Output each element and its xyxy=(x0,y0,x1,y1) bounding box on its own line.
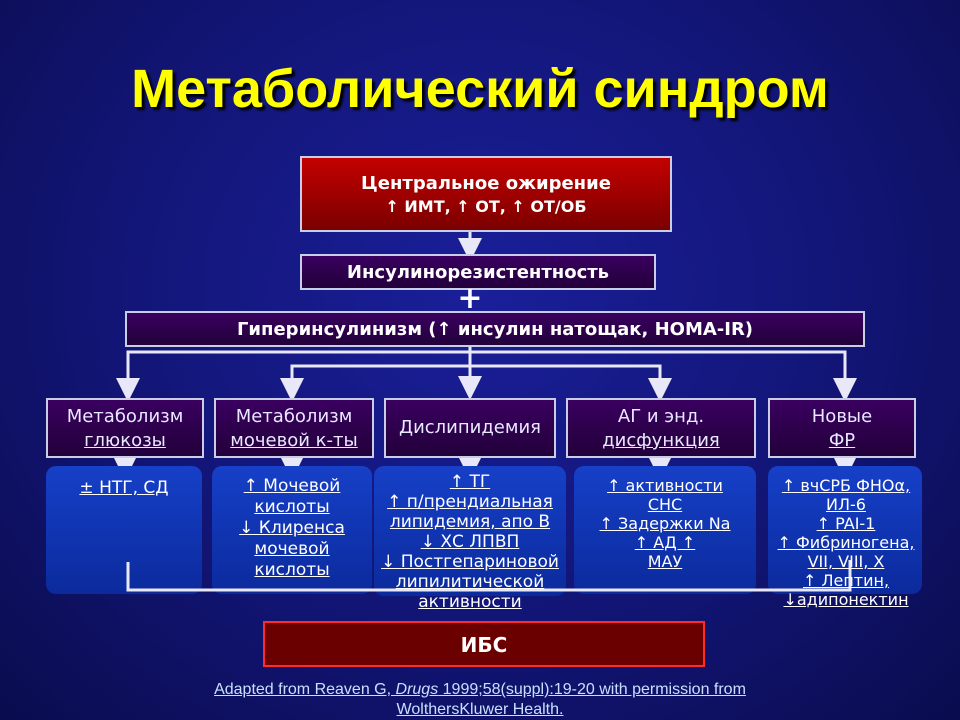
category-hypertension: АГ и энд. дисфункция xyxy=(566,398,756,458)
detail-nrf-2: ИЛ-6 xyxy=(826,495,866,514)
detail-ag-4: ↑ АД ↑ xyxy=(634,533,696,552)
detail-ag-5: МАУ xyxy=(647,552,683,571)
insulin-resistance-label: Инсулинорезистентность xyxy=(346,262,610,283)
category-hypertension-line2: дисфункция xyxy=(602,430,720,451)
detail-uric-4: мочевой xyxy=(254,539,330,559)
central-obesity-metrics: ↑ ИМТ, ↑ ОТ, ↑ ОТ/ОБ xyxy=(385,197,587,216)
category-glucose-line1: Метаболизм xyxy=(66,406,184,427)
category-new-rf-line2: ФР xyxy=(828,430,856,451)
detail-text-dyslipidemia: ↑ ТГ ↑ п/прендиальная липидемия, апо В ↓… xyxy=(370,472,570,612)
detail-nrf-3: ↑ PAI-1 xyxy=(816,514,876,533)
detail-uric-1: ↑ Мочевой xyxy=(243,476,341,496)
detail-ag-3: ↑ Задержки Na xyxy=(599,514,731,533)
detail-card-new-risk-factors xyxy=(768,466,922,594)
category-hypertension-line1: АГ и энд. xyxy=(617,406,705,427)
detail-nrf-5: VII, VIII, X xyxy=(807,552,885,571)
slide-title: Метаболический синдром xyxy=(131,59,829,119)
hyperinsulinism-label: Гиперинсулинизм (↑ инсулин натощак, HOMA… xyxy=(236,319,754,340)
detail-dyslip-7: активности xyxy=(418,592,522,612)
citation-line-1: Adapted from Reaven G, Drugs 1999;58(sup… xyxy=(0,681,960,699)
detail-card-hypertension xyxy=(574,466,756,594)
central-obesity-box: Центральное ожирение ↑ ИМТ, ↑ ОТ, ↑ ОТ/О… xyxy=(300,156,672,232)
detail-dyslip-5: ↓ Постгепариновой xyxy=(381,552,559,572)
category-uric-acid-line1: Метаболизм xyxy=(235,406,353,427)
category-new-risk-factors: Новые ФР xyxy=(768,398,916,458)
detail-card-dyslipidemia xyxy=(374,466,566,596)
detail-text-glucose: ± НТГ, СД xyxy=(46,478,202,499)
detail-text-new-risk-factors: ↑ вчСРБ ФНОα, ИЛ-6 ↑ PAI-1 ↑ Фибриногена… xyxy=(762,476,930,609)
detail-ag-1: ↑ активности xyxy=(607,476,723,495)
detail-nrf-6: ↑ Лептин, xyxy=(802,571,890,590)
detail-dyslip-4: ↓ ХС ЛПВП xyxy=(420,532,520,552)
detail-ag-2: СНС xyxy=(647,495,683,514)
detail-card-glucose xyxy=(46,466,202,594)
category-glucose-line2: глюкозы xyxy=(84,430,166,451)
category-dyslipidemia: Дислипидемия xyxy=(384,398,556,458)
detail-uric-5: кислоты xyxy=(254,560,330,580)
citation-journal: Drugs xyxy=(395,681,439,698)
detail-dyslip-2: ↑ п/прендиальная xyxy=(387,492,553,512)
hyperinsulinism-box: Гиперинсулинизм (↑ инсулин натощак, HOMA… xyxy=(125,311,865,347)
outcome-ihd-label: ИБС xyxy=(460,633,508,657)
detail-uric-2: кислоты xyxy=(254,497,330,517)
category-dyslipidemia-label: Дислипидемия xyxy=(399,417,541,438)
central-obesity-title: Центральное ожирение xyxy=(361,173,611,194)
detail-dyslip-3: липидемия, апо В xyxy=(389,512,551,532)
detail-dyslip-6: липилитической xyxy=(395,572,545,592)
detail-nrf-4: ↑ Фибриногена, xyxy=(777,533,915,552)
category-uric-acid: Метаболизм мочевой к-ты xyxy=(214,398,374,458)
category-uric-acid-line2: мочевой к-ты xyxy=(230,430,358,451)
detail-text-hypertension: ↑ активности СНС ↑ Задержки Na ↑ АД ↑ МА… xyxy=(574,476,756,571)
detail-uric-3: ↓ Клиренса xyxy=(239,518,345,538)
detail-nrf-1: ↑ вчСРБ ФНОα, xyxy=(781,476,911,495)
detail-text-uric-acid: ↑ Мочевой кислоты ↓ Клиренса мочевой кис… xyxy=(210,476,374,581)
citation-prefix: Adapted from Reaven G, xyxy=(214,681,396,698)
detail-nrf-7: ↓адипонектин xyxy=(783,590,909,609)
citation-suffix: 1999;58(suppl):19-20 with permission fro… xyxy=(438,681,746,698)
plus-sign: + xyxy=(457,281,483,316)
insulin-resistance-box: Инсулинорезистентность xyxy=(300,254,656,290)
detail-dyslip-1: ↑ ТГ xyxy=(449,472,491,492)
citation-line-2: WolthersKluwer Health. xyxy=(396,701,564,718)
detail-card-uric-acid xyxy=(212,466,372,594)
category-glucose: Метаболизм глюкозы xyxy=(46,398,204,458)
outcome-ihd-box: ИБС xyxy=(263,621,705,667)
detail-glucose-1: ± НТГ, СД xyxy=(79,478,169,498)
category-new-rf-line1: Новые xyxy=(811,406,873,427)
